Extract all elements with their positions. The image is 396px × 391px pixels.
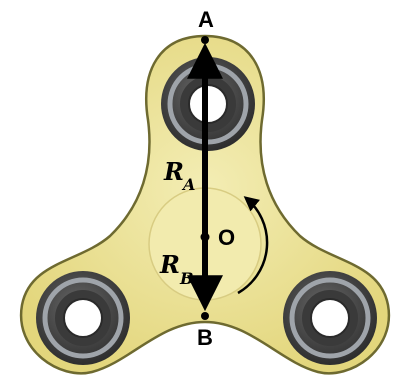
point-b-label: B [197,325,213,350]
radius-a-label: R A [163,157,195,194]
radius-b-label: R B [159,250,194,288]
bearing-right-ring [289,277,371,359]
bearing-left-hole [63,298,103,338]
radius-a-symbol: R [163,157,184,186]
point-a-dot [201,36,209,44]
bearing-left-ring [42,277,124,359]
radius-b-symbol: R [159,250,180,279]
center-o-dot [200,232,210,242]
point-b-dot [201,312,209,320]
radius-a-subscript: A [181,175,195,194]
bearing-right-hole [310,298,350,338]
bearing-bottom-left [36,271,130,365]
center-o-label: O [218,225,235,250]
point-a-label: A [198,7,214,32]
rotation-arrow [237,196,269,295]
radius-b-subscript: B [179,269,194,288]
bearing-bottom-right [283,271,377,365]
